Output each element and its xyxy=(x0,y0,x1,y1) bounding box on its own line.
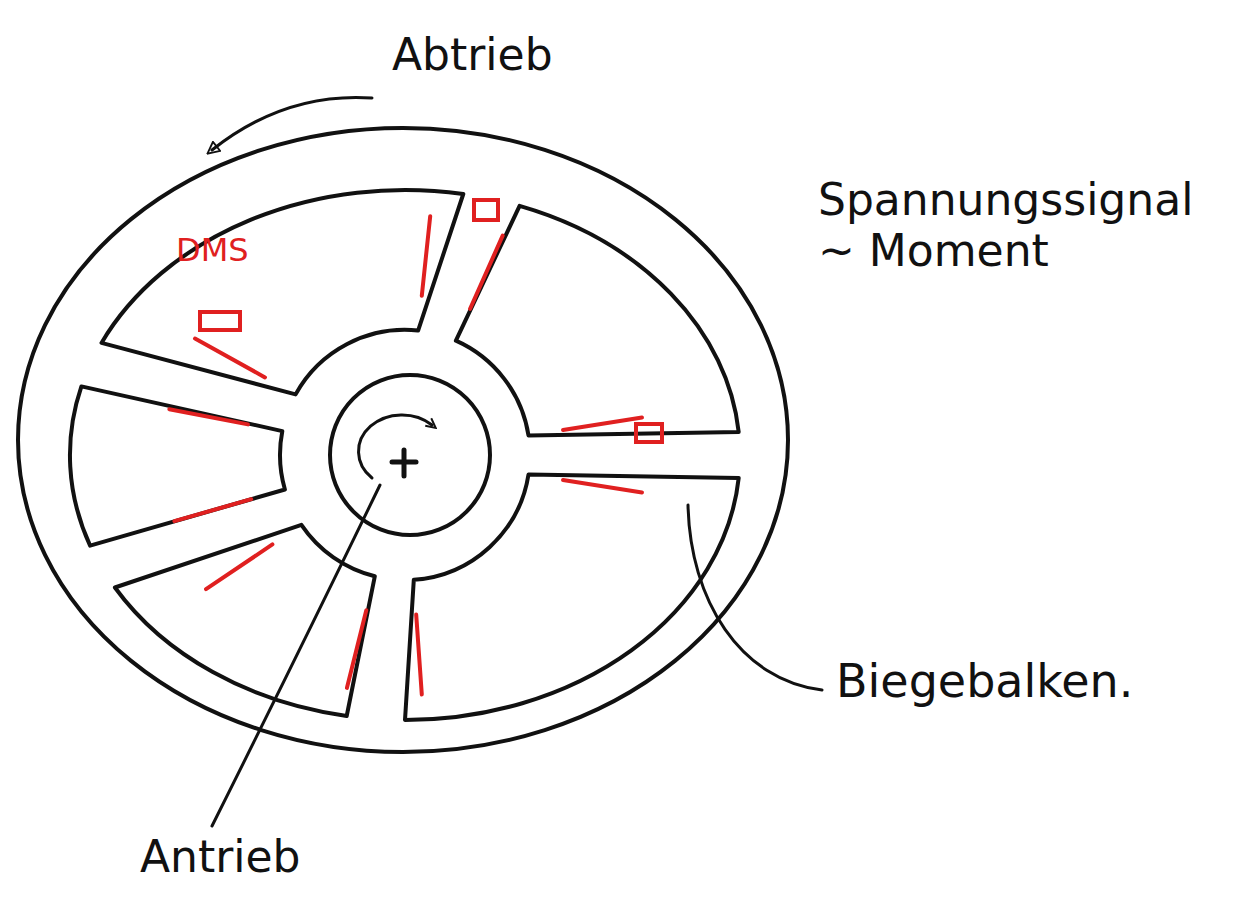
input-label: Antrieb xyxy=(140,832,301,883)
outer-rim xyxy=(18,128,788,752)
strain-gauge-line xyxy=(195,339,265,378)
strain-gauge xyxy=(474,200,498,220)
output-arrow xyxy=(212,97,372,150)
signal-note: Spannungssignal ~ Moment xyxy=(818,175,1233,276)
leader-line xyxy=(688,505,822,690)
strain-gauge-line xyxy=(470,236,503,309)
strain-gauge-line xyxy=(416,615,422,695)
window-cutout xyxy=(70,386,285,545)
strain-gauge-line xyxy=(563,418,642,431)
strain-gauge xyxy=(200,312,240,330)
strain-gauge xyxy=(636,424,662,442)
strain-gauge-label: DMS xyxy=(176,232,249,269)
strain-gauge-line xyxy=(206,544,272,589)
beam-label: Biegebalken. xyxy=(836,655,1133,708)
output-label: Abtrieb xyxy=(392,30,553,81)
window-cutout xyxy=(115,525,375,716)
leader-line xyxy=(212,485,380,826)
strain-gauge-line xyxy=(563,480,642,493)
strain-gauge-line xyxy=(347,610,366,688)
rotation-arrow xyxy=(359,415,432,478)
strain-gauge-line xyxy=(422,216,430,296)
strain-gauge-line xyxy=(174,499,251,521)
window-cutout xyxy=(102,190,464,394)
hub xyxy=(330,375,490,535)
window-cutout xyxy=(456,206,739,436)
axis-cross xyxy=(402,450,407,476)
strain-gauge-line xyxy=(169,409,248,424)
